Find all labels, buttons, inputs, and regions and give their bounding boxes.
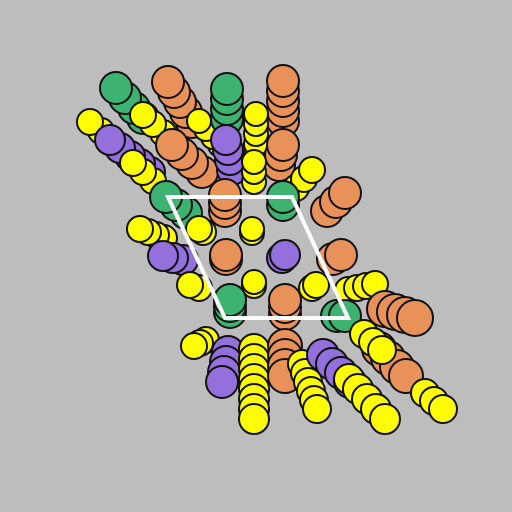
yellow-atom xyxy=(186,108,212,134)
yellow-atom xyxy=(241,269,267,295)
yellow-atom xyxy=(129,101,157,129)
yellow-atom xyxy=(243,101,269,127)
purple-atom xyxy=(205,365,239,399)
yellow-atom xyxy=(428,394,458,424)
green-atom xyxy=(213,283,247,317)
orange-atom xyxy=(209,238,243,272)
atoms-layer xyxy=(76,64,458,435)
yellow-atom xyxy=(180,332,208,360)
yellow-atom xyxy=(126,215,154,243)
unit-cell-outline xyxy=(164,195,352,320)
orange-atom xyxy=(151,65,185,99)
yellow-atom xyxy=(241,149,267,175)
yellow-atom xyxy=(369,403,401,435)
orange-atom xyxy=(266,128,300,162)
purple-atom xyxy=(147,240,179,272)
purple-atom xyxy=(210,124,242,156)
orange-atom xyxy=(155,128,189,162)
yellow-atom xyxy=(302,271,330,299)
yellow-atom xyxy=(119,149,147,177)
orange-atom xyxy=(324,238,358,272)
green-atom xyxy=(99,71,133,105)
yellow-atom xyxy=(76,108,104,136)
yellow-atom xyxy=(239,216,265,242)
yellow-atom xyxy=(238,403,270,435)
yellow-atom xyxy=(298,156,326,184)
yellow-atom xyxy=(185,215,213,243)
yellow-atom xyxy=(302,394,332,424)
unit-cell-layer xyxy=(164,195,352,320)
purple-atom xyxy=(94,124,126,156)
yellow-atom xyxy=(176,271,204,299)
purple-atom xyxy=(269,239,301,271)
orange-atom xyxy=(328,176,362,210)
green-atom xyxy=(210,72,244,106)
orange-atom xyxy=(268,283,302,317)
orange-atom xyxy=(396,299,434,337)
yellow-atom xyxy=(367,335,397,365)
orange-atom xyxy=(266,64,300,98)
